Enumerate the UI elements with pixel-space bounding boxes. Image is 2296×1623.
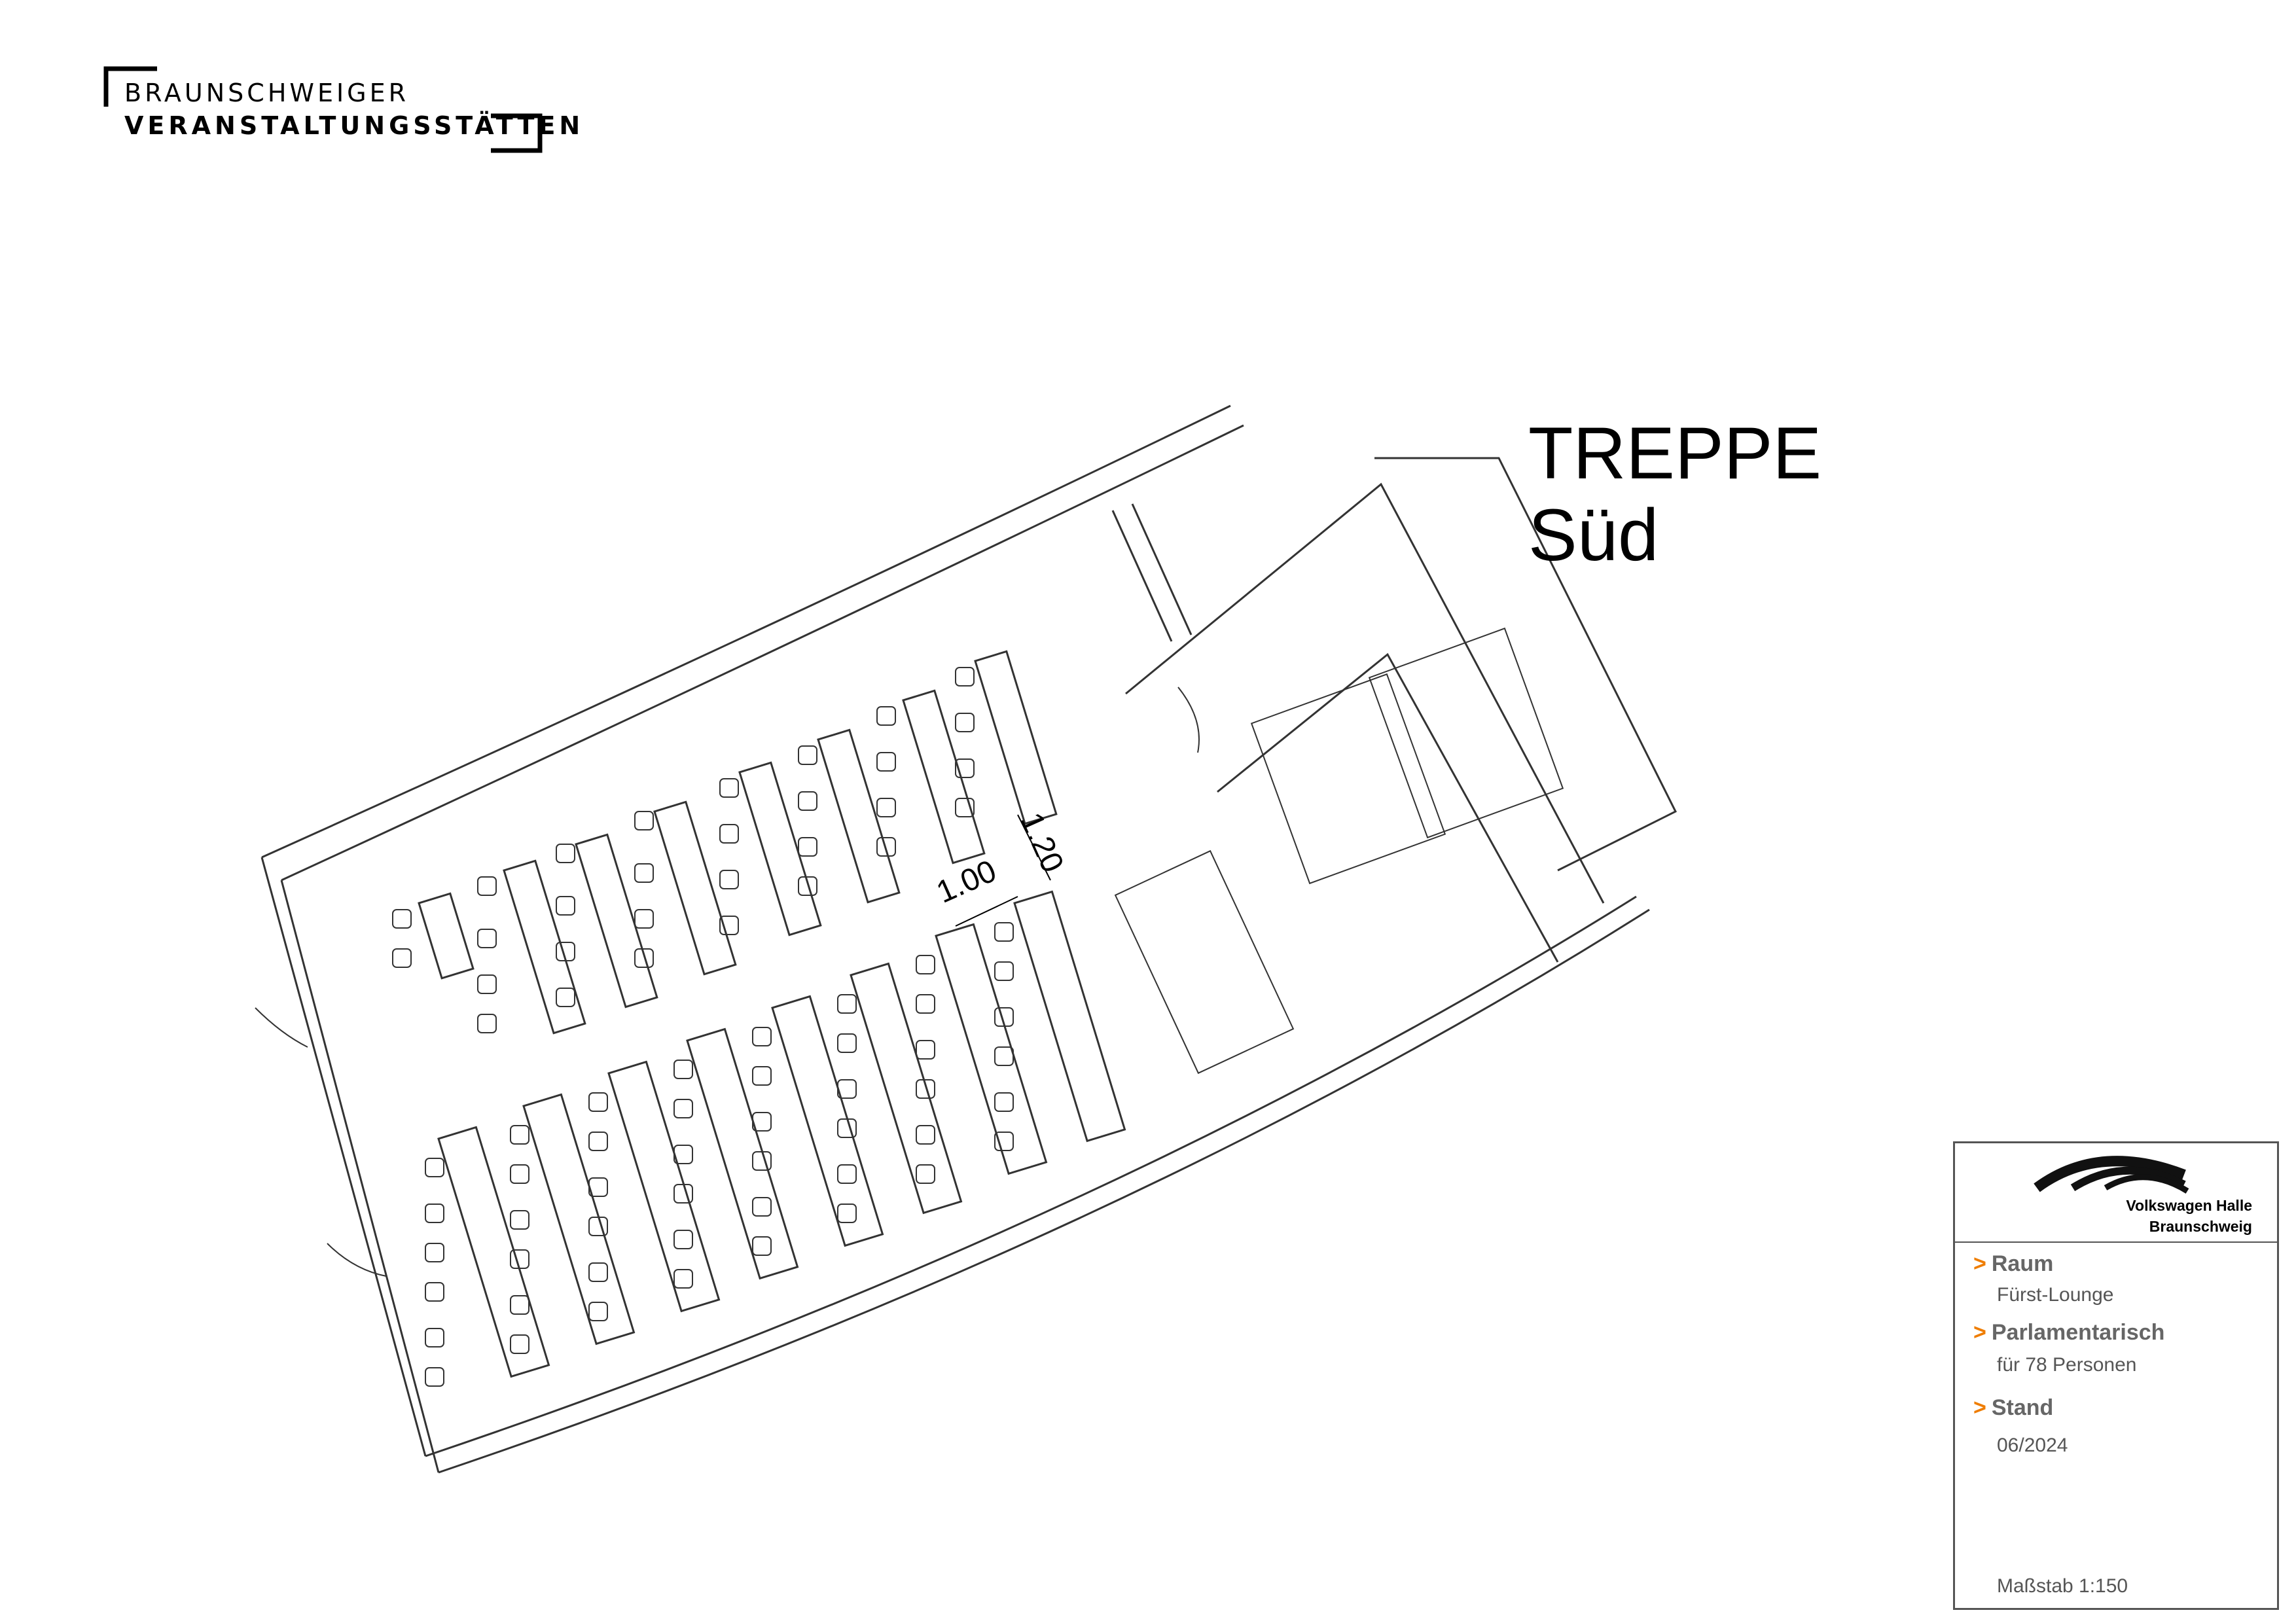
logo-line2: VERANSTALTUNGSSTÄTTEN bbox=[124, 111, 584, 140]
dimension-lines bbox=[955, 814, 1051, 927]
legend-date-value: 06/2024 bbox=[1997, 1435, 2068, 1456]
venue-name-line1: Volkswagen Halle bbox=[2126, 1197, 2252, 1214]
logo-brackets bbox=[103, 66, 543, 153]
venue-name-line2: Braunschweig bbox=[2149, 1218, 2252, 1235]
chairs bbox=[392, 667, 1014, 1387]
chevron-right-icon: > bbox=[1973, 1251, 1986, 1276]
venue-logo-icon bbox=[2034, 1156, 2189, 1194]
legend-box: Volkswagen Halle Braunschweig >Raum Fürs… bbox=[1953, 1141, 2279, 1610]
legend-room-value: Fürst-Lounge bbox=[1997, 1284, 2114, 1306]
stairs bbox=[1114, 627, 1564, 1075]
room-walls bbox=[260, 404, 1677, 1474]
legend-layout-value: für 78 Personen bbox=[1997, 1354, 2137, 1376]
chevron-right-icon: > bbox=[1973, 1395, 1986, 1420]
stair-label-line2: Süd bbox=[1528, 494, 1659, 576]
doors bbox=[255, 687, 1200, 1277]
stair-label-line1: TREPPE bbox=[1528, 412, 1822, 494]
scale-label: Maßstab 1:150 bbox=[1997, 1575, 2128, 1597]
logo-line1: BRAUNSCHWEIGER bbox=[124, 79, 410, 107]
stair-label: TREPPE Süd bbox=[1528, 412, 1821, 576]
legend-layout-title: >Parlamentarisch bbox=[1973, 1320, 2165, 1345]
legend-header: Volkswagen Halle Braunschweig bbox=[1955, 1143, 2277, 1243]
legend-room-title: >Raum bbox=[1973, 1251, 2054, 1276]
legend-date-title: >Stand bbox=[1973, 1395, 2054, 1420]
chevron-right-icon: > bbox=[1973, 1320, 1986, 1345]
